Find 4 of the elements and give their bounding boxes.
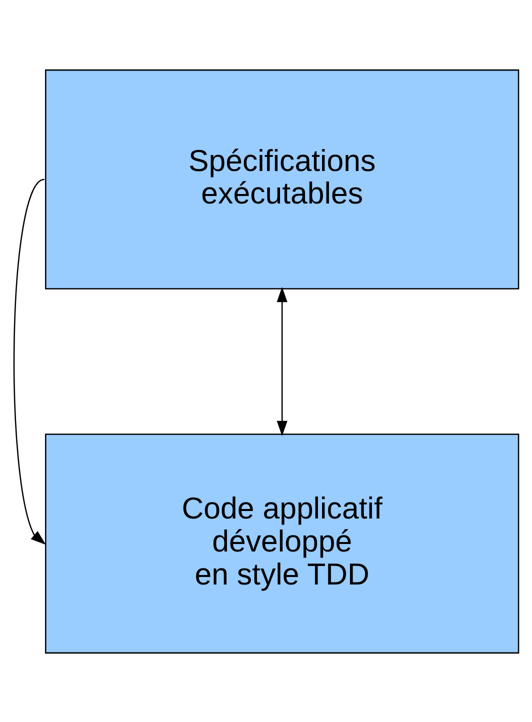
node-box: Code applicatif développé en style TDD xyxy=(45,433,520,654)
arrow xyxy=(14,178,46,544)
node-box: Spécifications exécutables xyxy=(45,68,520,289)
arrow xyxy=(276,286,288,436)
